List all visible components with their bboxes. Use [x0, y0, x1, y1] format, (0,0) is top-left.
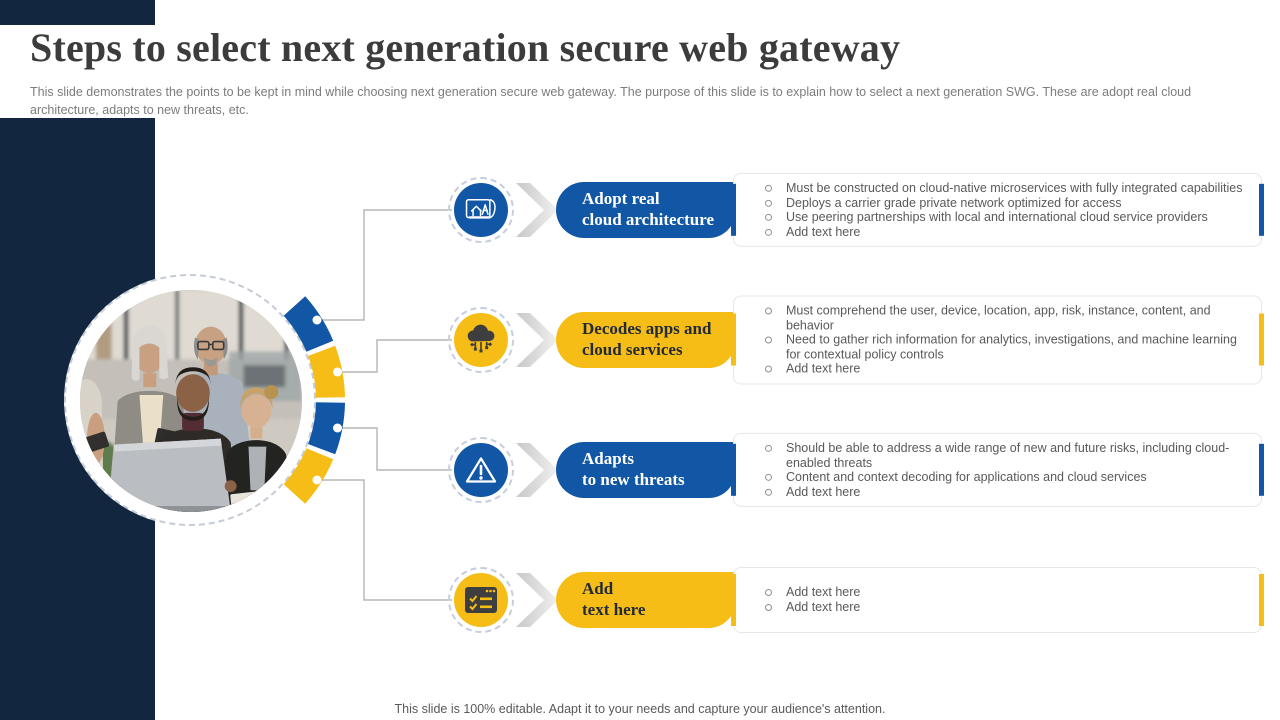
cloud-network-icon — [467, 324, 495, 353]
banner-line: text here — [582, 600, 646, 619]
banner-line: cloud services — [582, 340, 683, 359]
step-2-icon-circle — [448, 307, 514, 373]
step-4-bullets-box: Add text here Add text here — [733, 567, 1262, 633]
bullet-item: Must comprehend the user, device, locati… — [750, 304, 1245, 333]
chevron-right-icon — [516, 183, 558, 237]
bullet-item: Add text here — [750, 225, 1245, 240]
step-4-banner: Add text here — [556, 572, 735, 628]
slide-subtitle: This slide demonstrates the points to be… — [30, 85, 1192, 117]
banner-line: to new threats — [582, 470, 685, 489]
banner-line: Decodes apps and — [582, 319, 712, 339]
step-row-1: Adopt real cloud architecture Must be co… — [448, 165, 1264, 255]
step-3-bullets-box: Should be able to address a wide range o… — [733, 432, 1262, 508]
step-2-banner: Decodes apps and cloud services — [556, 312, 735, 368]
connector-lines — [317, 209, 452, 601]
arc-connector-art — [277, 209, 452, 601]
step-4-icon-circle — [448, 567, 514, 633]
step-3-banner: Adapts to new threats — [556, 442, 735, 498]
bullet-item: Use peering partnerships with local and … — [750, 210, 1245, 225]
step-3-icon-circle — [448, 437, 514, 503]
banner-line: cloud architecture — [582, 210, 715, 229]
step-2-bullets-box: Must comprehend the user, device, locati… — [733, 295, 1262, 385]
banner-line: Adapts — [582, 449, 634, 469]
blueprint-architecture-icon — [465, 198, 496, 219]
banner-line: Adopt real — [582, 189, 660, 209]
step-1-icon-circle — [448, 177, 514, 243]
team-photo — [80, 290, 302, 512]
bullet-item: Content and context decoding for applica… — [750, 470, 1245, 485]
footer-note: This slide is 100% editable. Adapt it to… — [394, 702, 886, 716]
bullet-item: Add text here — [750, 485, 1245, 500]
chevron-right-icon — [516, 443, 558, 497]
warning-triangle-icon — [465, 457, 497, 483]
bullet-item: Deploys a carrier grade private network … — [750, 195, 1245, 210]
navy-band-top — [0, 0, 155, 25]
step-row-2: Decodes apps and cloud services Must com… — [448, 295, 1264, 385]
banner-line: Add — [582, 579, 614, 599]
chevron-right-icon — [516, 313, 558, 367]
page-title: Steps to select next generation secure w… — [30, 25, 901, 70]
team-photo-ring — [64, 274, 316, 526]
checklist-window-icon — [465, 587, 497, 613]
bullet-item: Should be able to address a wide range o… — [750, 441, 1245, 470]
bullet-item: Need to gather rich information for anal… — [750, 333, 1245, 362]
bullet-item: Must be constructed on cloud-native micr… — [750, 181, 1245, 196]
bullet-item: Add text here — [750, 600, 1245, 615]
step-1-bullets-box: Must be constructed on cloud-native micr… — [733, 172, 1262, 248]
step-1-banner: Adopt real cloud architecture — [556, 182, 735, 238]
arc-segments — [277, 296, 345, 504]
bullet-item: Add text here — [750, 585, 1245, 600]
step-row-3: Adapts to new threats Should be able to … — [448, 425, 1264, 515]
step-row-4: Add text here Add text here Add text her… — [448, 555, 1264, 645]
bullet-item: Add text here — [750, 362, 1245, 377]
chevron-right-icon — [516, 573, 558, 627]
